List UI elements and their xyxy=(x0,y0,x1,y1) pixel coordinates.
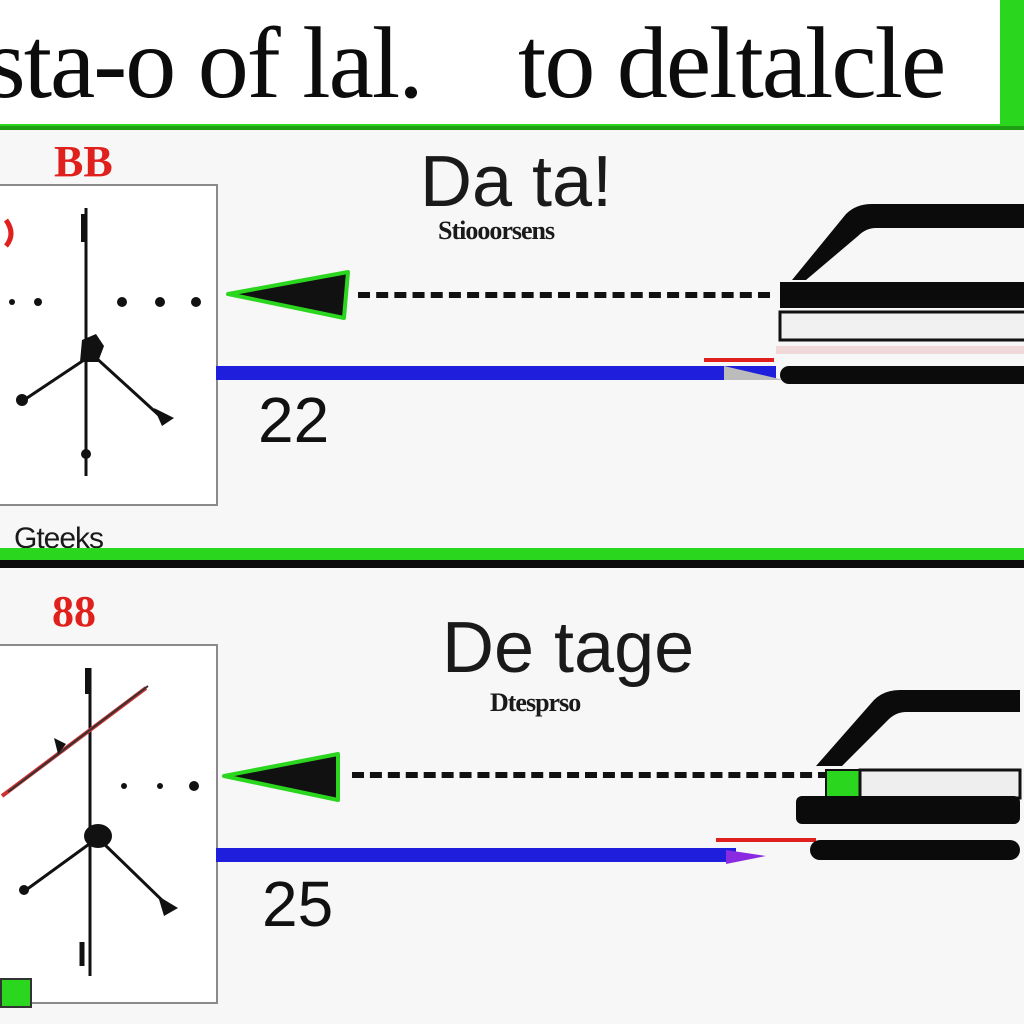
section-1-compass-icon xyxy=(3,208,201,476)
section-1-subheading: Stiooorsens xyxy=(438,216,555,245)
section-2-left-arrow-icon xyxy=(222,752,340,802)
section-1-left-arrow-icon xyxy=(226,270,350,320)
banner-title-left: sta-o of lal. xyxy=(0,14,424,114)
banner-title-right: to deltalcle xyxy=(518,14,946,114)
section-2-dashed-connector xyxy=(352,772,830,778)
title-banner: sta-o of lal. to deltalcle xyxy=(0,0,1024,130)
section-1-bar-tip xyxy=(704,358,784,380)
section-1-dashed-connector xyxy=(358,292,770,298)
section-2-badge: 88 xyxy=(52,587,96,636)
section-2-device-icon xyxy=(796,690,1022,860)
section-divider xyxy=(0,548,1024,578)
section-2-subheading: Dtesprso xyxy=(490,688,581,717)
section-1-device-icon xyxy=(776,204,1024,384)
section-2-compass-icon xyxy=(0,668,199,976)
section-2-heading: De tage xyxy=(442,608,695,688)
banner-title: sta-o of lal. to deltalcle xyxy=(0,14,1000,114)
section-1-heading: Da ta! xyxy=(420,142,613,222)
section-2-bar-tip xyxy=(716,838,816,864)
section-1-value: 22 xyxy=(258,384,330,456)
section-1-instrument-panel xyxy=(0,184,218,506)
title-banner-panel xyxy=(0,0,1010,124)
section-2-instrument-panel xyxy=(0,644,218,1004)
section-1-blue-bar xyxy=(216,366,776,380)
section-2-value: 25 xyxy=(262,868,334,940)
section-1-badge: BB xyxy=(54,137,113,186)
section-2-blue-bar xyxy=(216,848,736,862)
section-2-green-marker xyxy=(0,978,32,1008)
